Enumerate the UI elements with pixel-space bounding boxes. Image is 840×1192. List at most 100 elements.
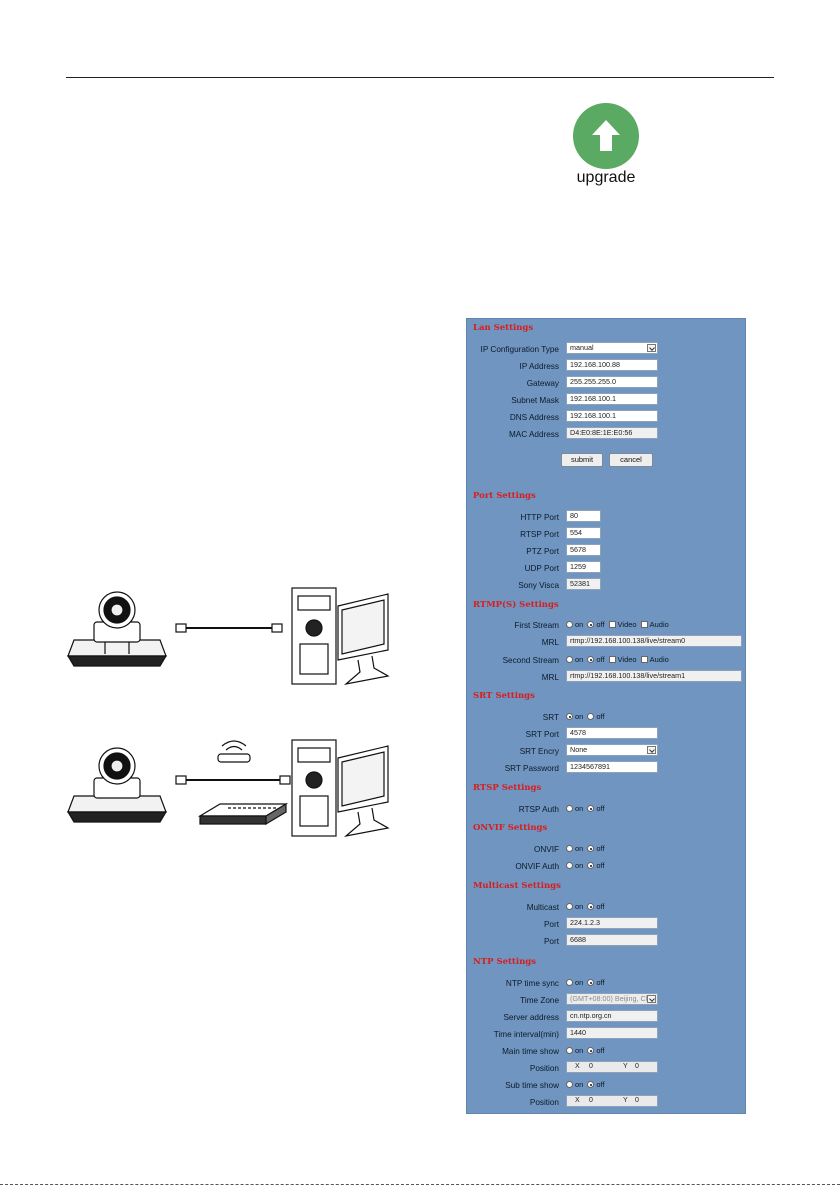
ip-address-label: IP Address <box>519 362 559 371</box>
first-stream-video-checkbox[interactable] <box>608 621 616 628</box>
radio-off-label: off <box>596 620 605 629</box>
mac-address-label: MAC Address <box>508 430 559 439</box>
ntp-sync-label: NTP time sync <box>505 979 559 988</box>
main-time-show-on-radio[interactable] <box>566 1047 573 1054</box>
onvif-auth-options: on off <box>566 860 605 871</box>
radio-off-label: off <box>596 861 605 870</box>
ptz-camera-icon <box>66 591 168 667</box>
ip-config-type-value: manual <box>570 343 594 352</box>
ip-config-type-select[interactable]: manual <box>566 342 658 354</box>
desktop-pc-icon <box>291 739 390 838</box>
rtsp-port-input[interactable]: 554 <box>566 527 601 539</box>
rtsp-port-label: RTSP Port <box>520 530 559 539</box>
time-zone-select[interactable]: (GMT+08:00) Beijing, Chi <box>566 993 658 1005</box>
radio-on-label: on <box>575 1046 584 1055</box>
port-settings-title: Port Settings <box>473 491 536 501</box>
second-stream-off-radio[interactable] <box>587 656 595 663</box>
ethernet-cable-icon <box>175 775 291 785</box>
network-connection-diagram <box>66 739 390 838</box>
second-stream-options: on off Video Audio <box>566 654 669 665</box>
first-stream-on-radio[interactable] <box>566 621 573 628</box>
first-stream-audio-checkbox[interactable] <box>640 621 648 628</box>
rtsp-auth-options: on off <box>566 803 605 814</box>
main-time-show-off-radio[interactable] <box>587 1047 595 1054</box>
onvif-auth-off-radio[interactable] <box>587 862 595 869</box>
upgrade-arrow-icon <box>573 103 639 169</box>
radio-on-label: on <box>575 844 584 853</box>
srt-encry-select[interactable]: None <box>566 744 658 756</box>
radio-on-label: on <box>575 1080 584 1089</box>
onvif-on-radio[interactable] <box>566 845 573 852</box>
second-stream-audio-checkbox[interactable] <box>640 656 648 663</box>
second-mrl-field: rtmp://192.168.100.138/live/stream1 <box>566 670 742 682</box>
srt-off-radio[interactable] <box>587 713 595 720</box>
radio-on-label: on <box>575 978 584 987</box>
multicast-on-radio[interactable] <box>566 903 573 910</box>
onvif-auth-on-radio[interactable] <box>566 862 573 869</box>
sub-time-show-off-radio[interactable] <box>587 1081 595 1088</box>
radio-off-label: off <box>596 712 605 721</box>
srt-port-input[interactable]: 4578 <box>566 727 658 739</box>
second-stream-on-radio[interactable] <box>566 656 573 663</box>
radio-off-label: off <box>596 804 605 813</box>
main-time-show-options: on off <box>566 1045 605 1056</box>
second-stream-video-checkbox[interactable] <box>608 656 616 663</box>
submit-button[interactable]: submit <box>561 453 603 467</box>
onvif-auth-label: ONVIF Auth <box>515 862 559 871</box>
ptz-port-input[interactable]: 5678 <box>566 544 601 556</box>
onvif-off-radio[interactable] <box>587 845 595 852</box>
main-time-show-label: Main time show <box>502 1047 559 1056</box>
radio-off-label: off <box>596 844 605 853</box>
srt-encry-value: None <box>570 745 588 754</box>
time-interval-field: 1440 <box>566 1027 658 1039</box>
udp-port-label: UDP Port <box>524 564 559 573</box>
sub-position-label: Position <box>529 1098 559 1107</box>
second-stream-label: Second Stream <box>502 656 559 665</box>
upgrade-label: upgrade <box>576 169 636 186</box>
rtsp-auth-on-radio[interactable] <box>566 805 573 812</box>
sony-visca-field: 52381 <box>566 578 601 590</box>
sub-time-show-on-radio[interactable] <box>566 1081 573 1088</box>
dns-address-input[interactable]: 192.168.100.1 <box>566 410 658 422</box>
radio-on-label: on <box>575 902 584 911</box>
radio-off-label: off <box>596 978 605 987</box>
srt-settings-title: SRT Settings <box>473 691 535 701</box>
onvif-label: ONVIF <box>533 845 559 854</box>
network-switch-icon <box>197 802 289 826</box>
x-label: X <box>575 1063 580 1070</box>
subnet-mask-label: Subnet Mask <box>511 396 559 405</box>
ntp-sync-on-radio[interactable] <box>566 979 573 986</box>
radio-on-label: on <box>575 620 584 629</box>
http-port-input[interactable]: 80 <box>566 510 601 522</box>
radio-off-label: off <box>596 902 605 911</box>
srt-password-input[interactable]: 1234567891 <box>566 761 658 773</box>
header-rule <box>66 77 774 78</box>
main-y-value: 0 <box>635 1063 639 1070</box>
wifi-router-icon <box>217 740 251 763</box>
footer-rule <box>0 1184 840 1185</box>
udp-port-input[interactable]: 1259 <box>566 561 601 573</box>
onvif-settings-title: ONVIF Settings <box>473 823 548 833</box>
srt-on-radio[interactable] <box>566 713 573 720</box>
sub-x-value: 0 <box>589 1097 593 1104</box>
main-position-label: Position <box>529 1064 559 1073</box>
ntp-sync-off-radio[interactable] <box>587 979 595 986</box>
gateway-label: Gateway <box>526 379 559 388</box>
radio-on-label: on <box>575 861 584 870</box>
audio-label: Audio <box>649 655 669 664</box>
rtsp-auth-off-radio[interactable] <box>587 805 595 812</box>
gateway-input[interactable]: 255.255.255.0 <box>566 376 658 388</box>
ethernet-cable-icon <box>175 623 283 633</box>
audio-label: Audio <box>649 620 669 629</box>
multicast-off-radio[interactable] <box>587 903 595 910</box>
time-interval-label: Time interval(min) <box>493 1030 559 1039</box>
upgrade-button[interactable]: upgrade <box>568 103 644 187</box>
cancel-button[interactable]: cancel <box>609 453 653 467</box>
multicast-address-field: 224.1.2.3 <box>566 917 658 929</box>
main-x-value: 0 <box>589 1063 593 1070</box>
second-mrl-label: MRL <box>541 673 559 682</box>
ip-address-input[interactable]: 192.168.100.88 <box>566 359 658 371</box>
first-stream-off-radio[interactable] <box>587 621 595 628</box>
subnet-mask-input[interactable]: 192.168.100.1 <box>566 393 658 405</box>
first-stream-label: First Stream <box>514 621 559 630</box>
